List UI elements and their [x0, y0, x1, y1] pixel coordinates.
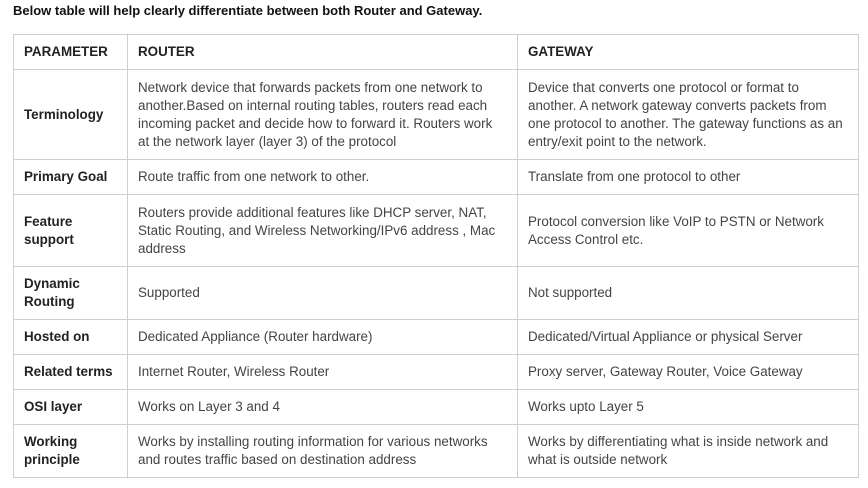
row-parameter: Hosted on [13, 319, 128, 355]
row-parameter: Dynamic Routing [13, 266, 128, 320]
row-parameter: Related terms [13, 354, 128, 390]
row-router-value: Works on Layer 3 and 4 [127, 389, 518, 425]
row-parameter: Feature support [13, 194, 128, 267]
row-router-value: Dedicated Appliance (Router hardware) [127, 319, 518, 355]
header-gateway: GATEWAY [517, 34, 859, 70]
row-router-value: Internet Router, Wireless Router [127, 354, 518, 390]
row-gateway-value: Proxy server, Gateway Router, Voice Gate… [517, 354, 859, 390]
row-parameter: Terminology [13, 69, 128, 160]
row-gateway-value: Dedicated/Virtual Appliance or physical … [517, 319, 859, 355]
row-gateway-value: Works by differentiating what is inside … [517, 424, 859, 478]
table-row: Terminology Network device that forwards… [13, 69, 859, 160]
row-router-value: Network device that forwards packets fro… [127, 69, 518, 160]
row-router-value: Route traffic from one network to other. [127, 159, 518, 195]
header-router: ROUTER [127, 34, 518, 70]
table-row: OSI layer Works on Layer 3 and 4 Works u… [13, 389, 859, 425]
header-parameter: PARAMETER [13, 34, 128, 70]
row-gateway-value: Works upto Layer 5 [517, 389, 859, 425]
table-row: Feature support Routers provide addition… [13, 194, 859, 267]
row-parameter: Primary Goal [13, 159, 128, 195]
row-gateway-value: Device that converts one protocol or for… [517, 69, 859, 160]
table-row: Primary Goal Route traffic from one netw… [13, 159, 859, 195]
table-row: Dynamic Routing Supported Not supported [13, 266, 859, 320]
row-parameter: OSI layer [13, 389, 128, 425]
table-row: Working principle Works by installing ro… [13, 424, 859, 478]
table-header-row: PARAMETER ROUTER GATEWAY [13, 34, 859, 70]
table-row: Related terms Internet Router, Wireless … [13, 354, 859, 390]
table-row: Hosted on Dedicated Appliance (Router ha… [13, 319, 859, 355]
row-router-value: Routers provide additional features like… [127, 194, 518, 267]
row-gateway-value: Protocol conversion like VoIP to PSTN or… [517, 194, 859, 267]
comparison-table: PARAMETER ROUTER GATEWAY Terminology Net… [13, 34, 859, 478]
row-router-value: Works by installing routing information … [127, 424, 518, 478]
row-router-value: Supported [127, 266, 518, 320]
row-gateway-value: Not supported [517, 266, 859, 320]
row-gateway-value: Translate from one protocol to other [517, 159, 859, 195]
row-parameter: Working principle [13, 424, 128, 478]
intro-text: Below table will help clearly differenti… [13, 3, 483, 18]
